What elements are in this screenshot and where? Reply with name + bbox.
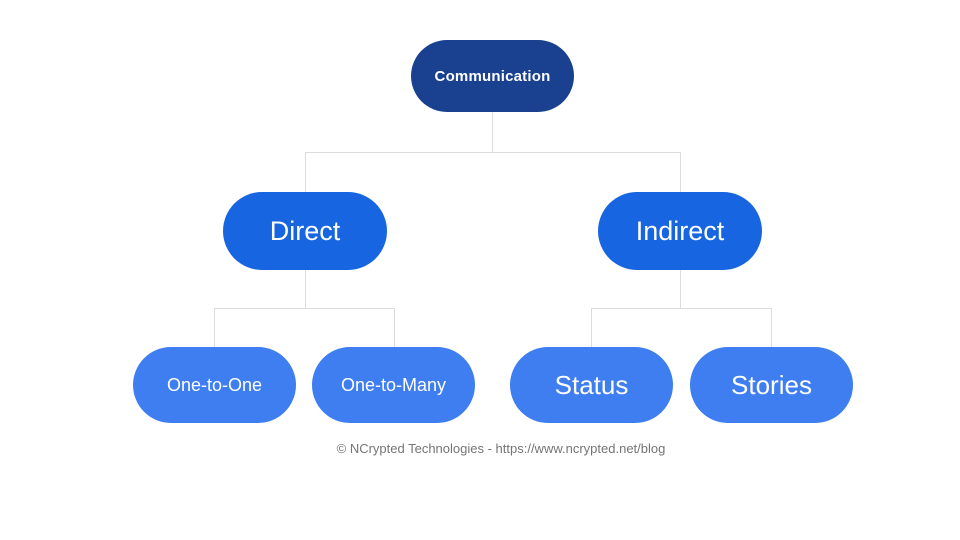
- footer-credit: © NCrypted Technologies - https://www.nc…: [336, 441, 666, 456]
- connector-indirect-stem: [680, 270, 681, 308]
- node-indirect-label: Indirect: [635, 215, 725, 246]
- node-communication: Communication: [411, 40, 574, 112]
- node-one-to-many-label: One-to-Many: [340, 374, 447, 395]
- node-one-to-many: One-to-Many: [312, 347, 475, 423]
- connector-level2-rail: [305, 152, 681, 153]
- connector-direct-drop: [305, 152, 306, 192]
- node-status-label: Status: [554, 369, 629, 400]
- node-stories: Stories: [690, 347, 853, 423]
- node-communication-label: Communication: [434, 67, 551, 85]
- node-one-to-one-label: One-to-One: [166, 374, 263, 395]
- connector-direct-rail: [214, 308, 395, 309]
- node-stories-label: Stories: [731, 369, 812, 400]
- connector-indirect-rail: [591, 308, 772, 309]
- connector-one-to-many-drop: [394, 308, 395, 347]
- connector-status-drop: [591, 308, 592, 347]
- node-direct: Direct: [223, 192, 387, 270]
- node-indirect: Indirect: [598, 192, 762, 270]
- node-status: Status: [510, 347, 673, 423]
- connector-stories-drop: [771, 308, 772, 347]
- connector-one-to-one-drop: [214, 308, 215, 347]
- node-one-to-one: One-to-One: [133, 347, 296, 423]
- connector-indirect-drop: [680, 152, 681, 192]
- node-direct-label: Direct: [269, 215, 341, 246]
- connector-direct-stem: [305, 270, 306, 308]
- connector-root-drop: [492, 112, 493, 152]
